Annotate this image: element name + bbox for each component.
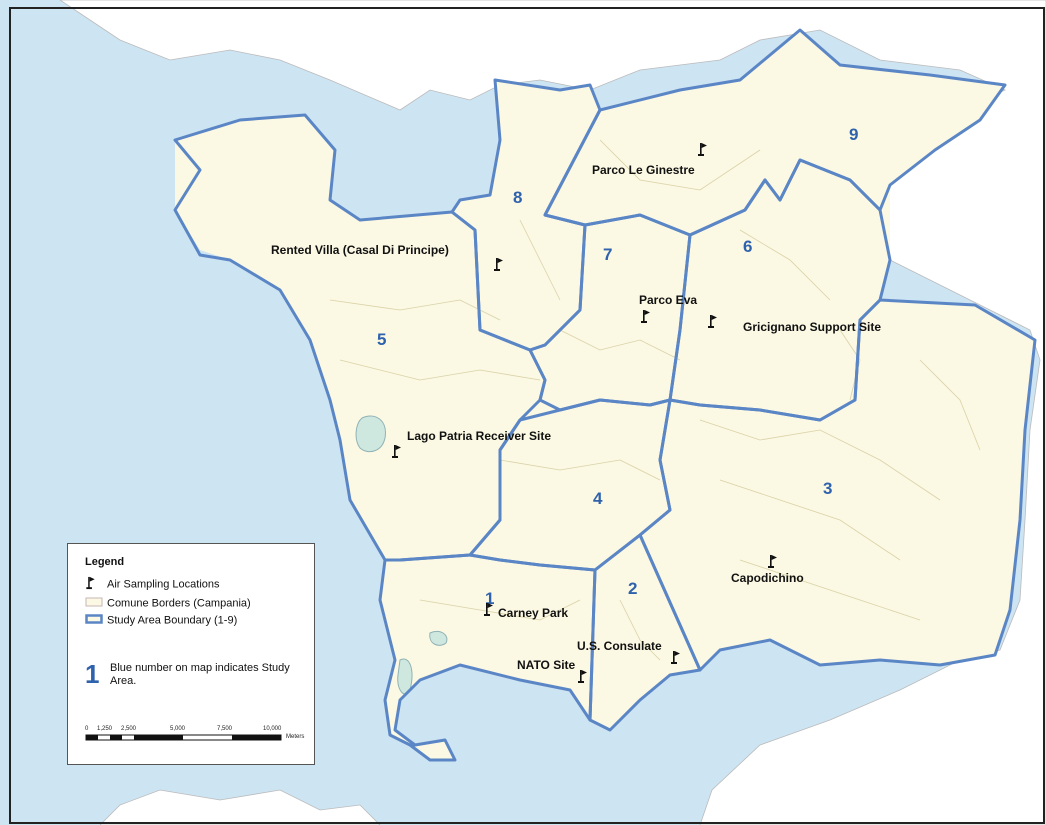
legend-comune-borders-label: Comune Borders (Campania) — [107, 597, 251, 610]
study-area-land — [175, 30, 1035, 760]
area-number-4: 4 — [593, 489, 603, 508]
area-numbers: 1 2 3 4 5 6 7 8 9 — [377, 125, 858, 608]
site-label-rented-villa: Rented Villa (Casal Di Principe) — [271, 243, 449, 257]
scale-tick: 7,500 — [217, 726, 233, 732]
legend-row-study-boundary: Study Area Boundary (1-9) — [85, 614, 237, 627]
scale-tick: 0 — [85, 726, 89, 732]
site-label-carney-park: Carney Park — [498, 606, 568, 620]
scale-unit: Meters — [286, 734, 305, 740]
surrounding-land — [59, 0, 1046, 825]
area-number-9: 9 — [849, 125, 858, 144]
area-number-7: 7 — [603, 245, 612, 264]
comune-border-swatch-icon — [85, 597, 107, 610]
site-label-us-consulate: U.S. Consulate — [577, 639, 662, 653]
area-number-2: 2 — [628, 579, 637, 598]
legend-study-boundary-label: Study Area Boundary (1-9) — [107, 614, 238, 627]
boundary-area-1 — [378, 553, 597, 762]
legend-number-sample: 1 — [85, 659, 100, 689]
lake-patria — [355, 415, 386, 453]
map-frame — [9, 7, 1045, 824]
site-label-parco-le-ginestre: Parco Le Ginestre — [592, 163, 695, 177]
site-labels: Parco Le Ginestre Rented Villa (Casal Di… — [271, 163, 881, 672]
site-label-lago-patria: Lago Patria Receiver Site — [407, 429, 551, 443]
boundary-area-2 — [588, 533, 702, 732]
area-number-1: 1 — [485, 589, 494, 608]
scale-bar-graphic — [85, 734, 282, 741]
boundary-area-3 — [638, 298, 1037, 672]
area-number-5: 5 — [377, 330, 386, 349]
lake-small-1 — [429, 630, 448, 646]
scale-tick: 10,000 — [263, 726, 282, 732]
site-label-nato-site: NATO Site — [517, 658, 576, 672]
site-label-gricignano: Gricignano Support Site — [743, 320, 881, 334]
site-label-parco-eva: Parco Eva — [639, 293, 697, 307]
legend-number-note: Blue number on map indicates Study Area. — [110, 662, 290, 687]
area-number-8: 8 — [513, 188, 522, 207]
scale-tick: 5,000 — [170, 726, 186, 732]
surrounding-land-bottom — [99, 789, 381, 825]
legend-row-comune-borders: Comune Borders (Campania) — [85, 597, 251, 610]
area-number-6: 6 — [743, 237, 752, 256]
scale-tick: 2,500 — [121, 726, 137, 732]
legend-air-sampling-label: Air Sampling Locations — [107, 578, 220, 591]
study-area-boundaries — [173, 28, 1037, 762]
area-number-3: 3 — [823, 479, 832, 498]
study-boundary-swatch-icon — [85, 614, 107, 627]
site-label-capodichino: Capodichino — [731, 571, 804, 585]
legend-panel: Legend Air Sampling Locations Comune Bor… — [67, 543, 315, 765]
scale-tick: 1,250 — [97, 726, 113, 732]
legend-title: Legend — [85, 556, 125, 568]
legend-row-air-sampling: Air Sampling Locations — [85, 576, 220, 593]
flag-icon — [85, 576, 107, 593]
comune-borders — [329, 139, 981, 661]
